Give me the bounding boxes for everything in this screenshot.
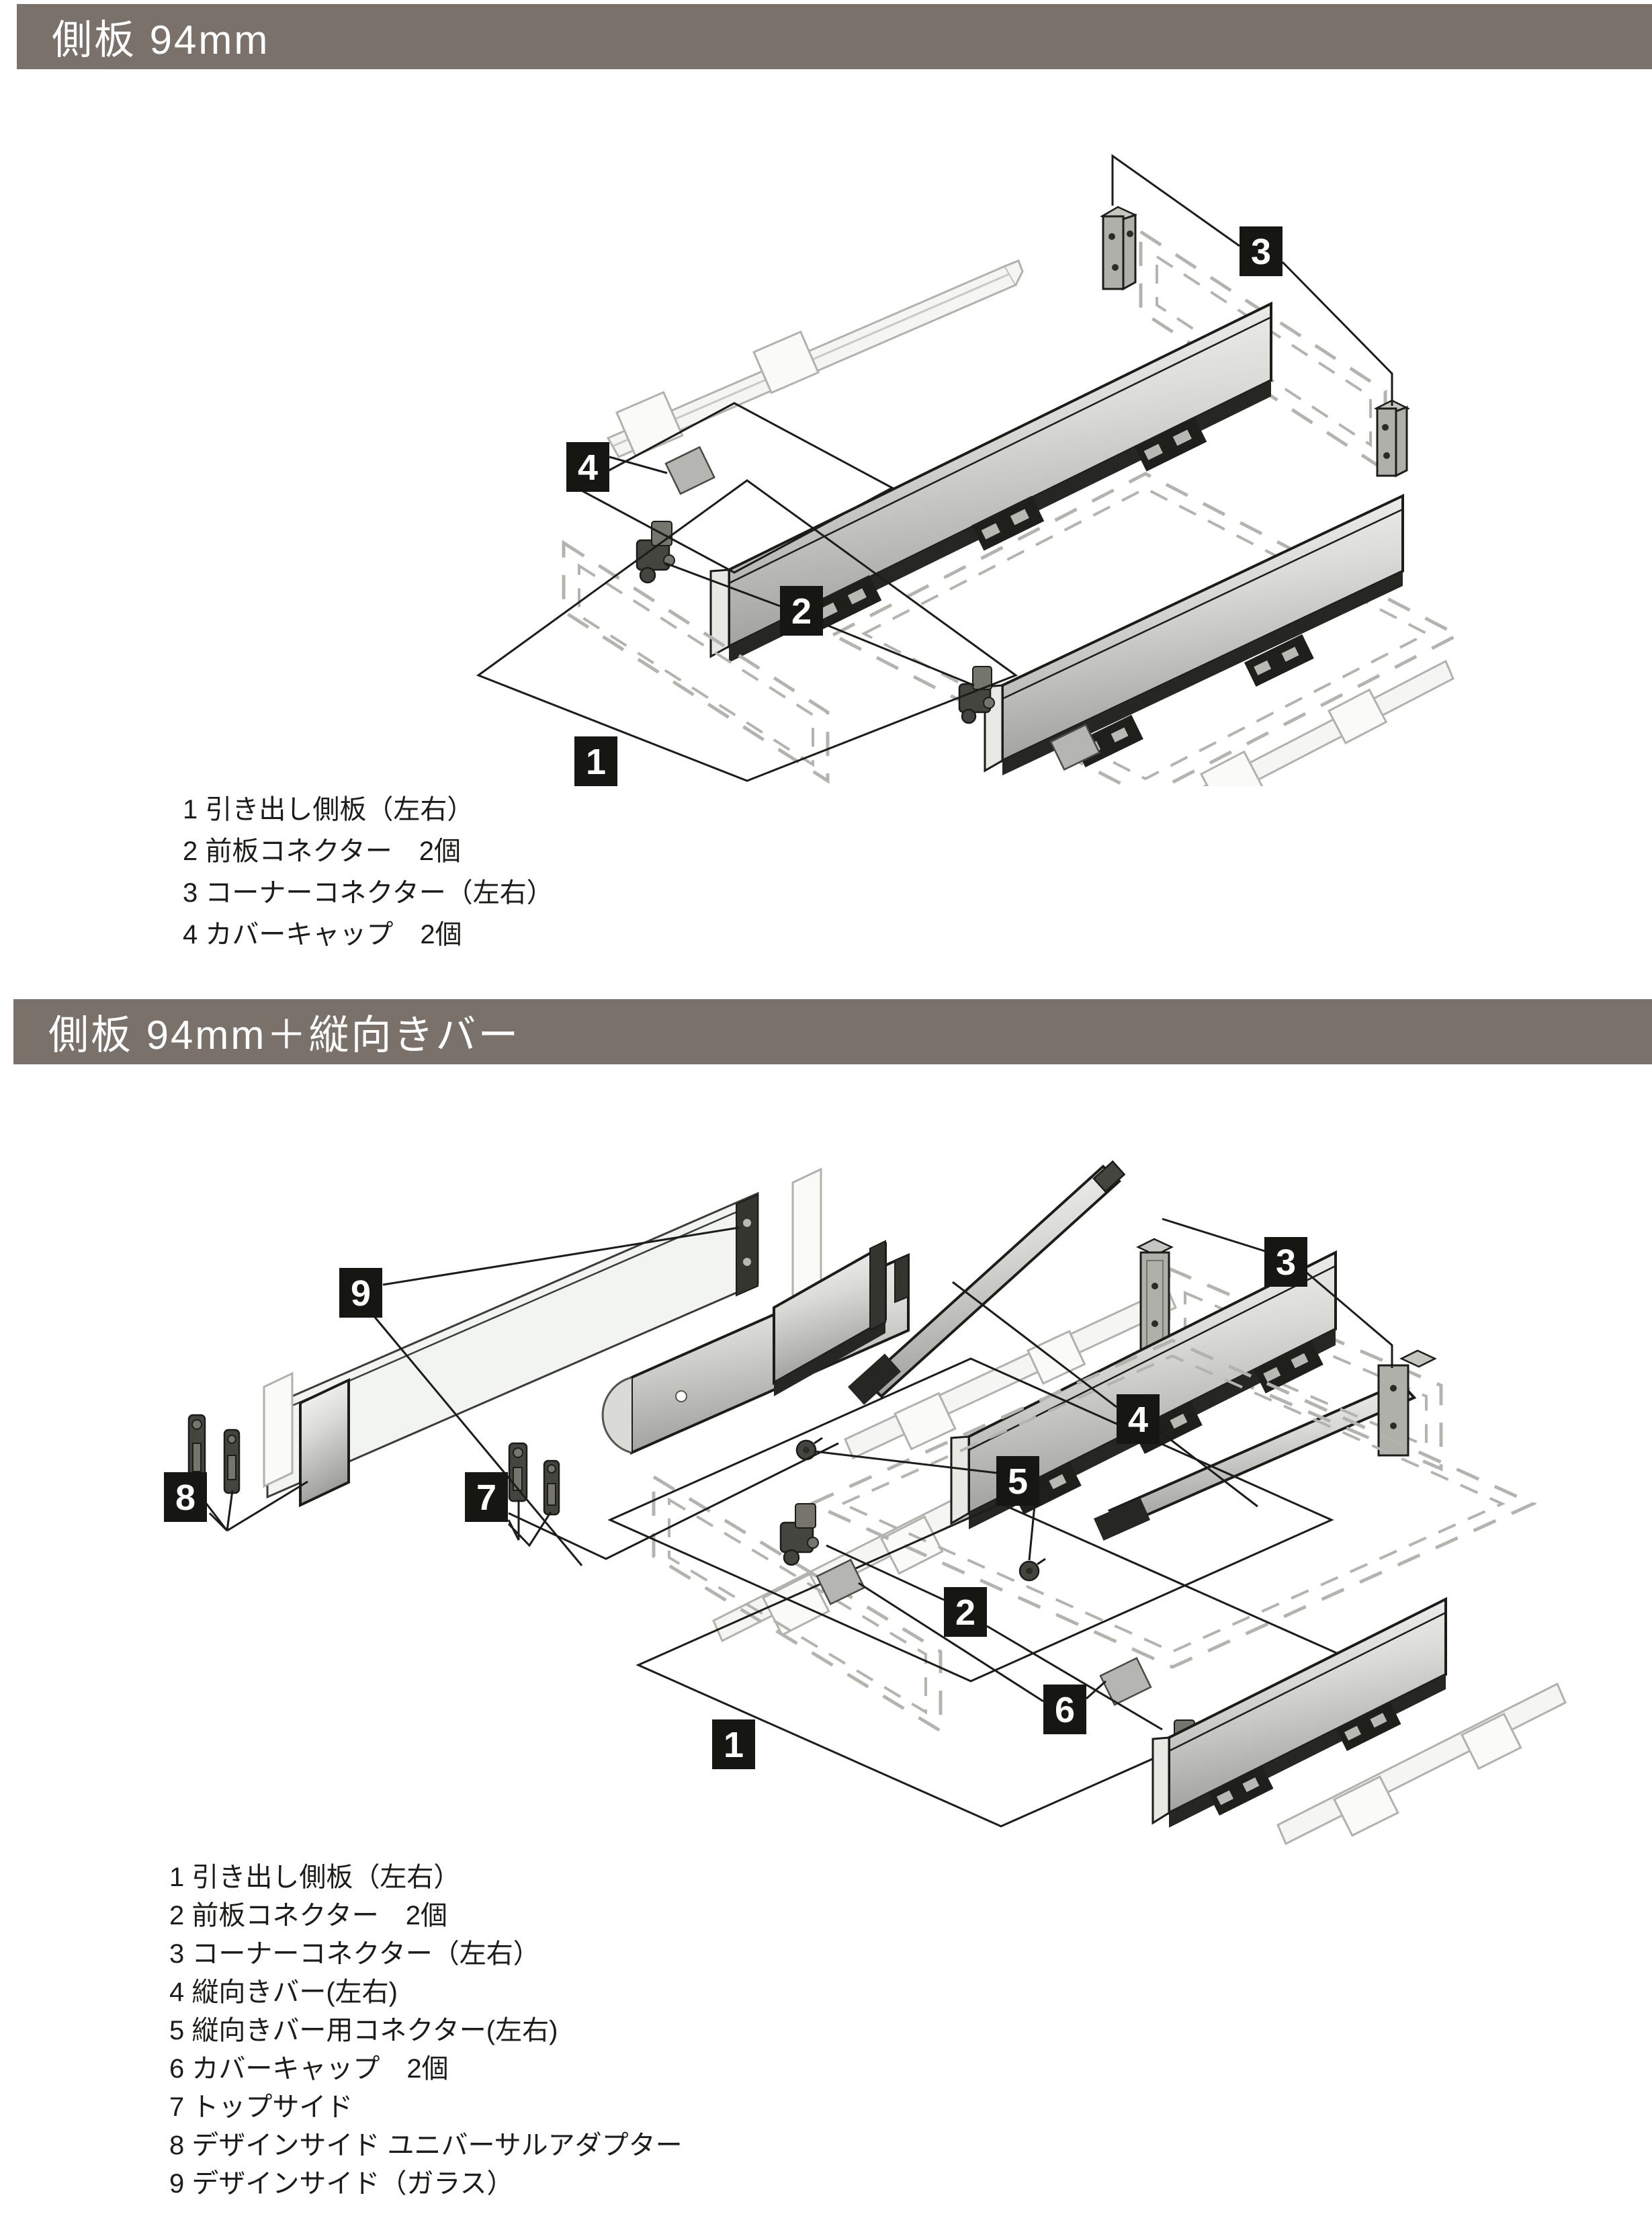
parts-list-item: 4 カバーキャップ 2個 bbox=[183, 920, 462, 949]
parts-list-94mm-vertical-bar: 1 引き出し側板（左右） 2 前板コネクター 2個 3 コーナーコネクター（左右） 4… bbox=[169, 1859, 683, 2203]
svg-text:3: 3 bbox=[1276, 1242, 1296, 1283]
back-panel-dashed bbox=[1139, 228, 1387, 474]
parts-list-item: 2 前板コネクター 2個 bbox=[169, 1901, 448, 1930]
cover-cap-right bbox=[1049, 723, 1100, 771]
svg-text:8: 8 bbox=[175, 1478, 195, 1518]
back-panel-dashed bbox=[1167, 1266, 1443, 1472]
callout-4: 4 bbox=[566, 442, 609, 492]
section-title: 側板 94mm＋縦向きバー bbox=[48, 1013, 521, 1058]
parts-list-item: 6 カバーキャップ 2個 bbox=[169, 2054, 449, 2084]
parts-list-item: 1 引き出し側板（左右） bbox=[169, 1863, 461, 1892]
section-header-94mm-vertical-bar: 側板 94mm＋縦向きバー bbox=[13, 999, 1652, 1064]
svg-text:5: 5 bbox=[1008, 1461, 1028, 1502]
vertical-bar-connector-left bbox=[795, 1437, 823, 1461]
slide-rail-right bbox=[1199, 659, 1454, 786]
section-header-94mm: 側板 94mm bbox=[17, 4, 1652, 69]
callout-3: 3 bbox=[1264, 1237, 1307, 1287]
side-panel-right bbox=[1151, 1596, 1447, 1828]
svg-text:9: 9 bbox=[351, 1273, 371, 1314]
section-title: 側板 94mm bbox=[52, 17, 270, 62]
svg-text:4: 4 bbox=[578, 448, 598, 488]
exploded-diagram-94mm: 1 2 3 4 bbox=[476, 154, 1462, 786]
svg-text:3: 3 bbox=[1251, 232, 1271, 272]
callout-1: 1 bbox=[574, 736, 617, 786]
svg-text:4: 4 bbox=[1128, 1400, 1148, 1440]
parts-list-item: 8 デザインサイド ユニバーサルアダプター bbox=[169, 2131, 683, 2160]
callout-8: 8 bbox=[164, 1472, 207, 1522]
slide-rail-left bbox=[606, 259, 1024, 458]
design-side-adapters bbox=[187, 1371, 350, 1508]
callout-7: 7 bbox=[465, 1472, 508, 1522]
svg-text:1: 1 bbox=[724, 1725, 744, 1765]
parts-list-item: 5 縦向きバー用コネクター(左右) bbox=[169, 2016, 558, 2045]
svg-text:6: 6 bbox=[1055, 1690, 1075, 1730]
parts-list-item: 4 縦向きバー(左右) bbox=[169, 1977, 398, 2007]
parts-list-item: 3 コーナーコネクター（左右） bbox=[169, 1939, 540, 1969]
callout-3: 3 bbox=[1240, 226, 1283, 276]
leader-lines bbox=[195, 1218, 1393, 1731]
parts-list-item: 2 前板コネクター 2個 bbox=[183, 837, 462, 866]
callout-1: 1 bbox=[712, 1719, 755, 1769]
cover-cap-left bbox=[664, 445, 715, 495]
side-panel-left bbox=[773, 1240, 887, 1396]
svg-text:2: 2 bbox=[791, 591, 812, 632]
leader-lines bbox=[476, 402, 1018, 782]
front-panel-dashed bbox=[562, 540, 830, 784]
front-connector-left bbox=[779, 1503, 819, 1566]
slide-rail-right bbox=[1276, 1682, 1567, 1846]
svg-text:2: 2 bbox=[955, 1592, 975, 1633]
svg-text:1: 1 bbox=[586, 742, 606, 782]
drawer-side-panel-left bbox=[709, 301, 1272, 663]
vertical-bar-left bbox=[848, 1160, 1126, 1405]
leader-lines-3 bbox=[1111, 154, 1393, 406]
vertical-bar-right bbox=[1094, 1381, 1417, 1541]
callout-2: 2 bbox=[780, 586, 823, 636]
callout-4: 4 bbox=[1117, 1394, 1160, 1444]
glass-adapter-profile bbox=[791, 1167, 822, 1300]
slide-rail-left bbox=[844, 1287, 1177, 1460]
exploded-diagram-94mm-vertical-bar: 1 2 3 4 5 6 7 8 9 bbox=[164, 1160, 1567, 1846]
svg-text:7: 7 bbox=[476, 1478, 496, 1518]
top-side-clips bbox=[508, 1442, 560, 1516]
callout-9: 9 bbox=[339, 1268, 382, 1318]
parts-list-item: 3 コーナーコネクター（左右） bbox=[183, 878, 554, 908]
parts-list-item: 7 トップサイド bbox=[169, 2092, 353, 2122]
corner-connector-top bbox=[1100, 206, 1137, 291]
parts-list-item: 1 引き出し側板（左右） bbox=[183, 795, 474, 824]
callout-2: 2 bbox=[944, 1587, 987, 1637]
cover-cap-right bbox=[1099, 1657, 1152, 1706]
parts-list-94mm: 1 引き出し側板（左右） 2 前板コネクター 2個 3 コーナーコネクター（左右） 4… bbox=[183, 789, 554, 955]
callout-5: 5 bbox=[996, 1456, 1039, 1506]
vertical-bar-connector-right bbox=[1018, 1558, 1046, 1582]
cover-cap-left bbox=[816, 1558, 866, 1606]
parts-list-item: 9 デザインサイド（ガラス） bbox=[169, 2169, 514, 2199]
callout-6: 6 bbox=[1043, 1685, 1086, 1734]
corner-connector-bottom bbox=[1374, 399, 1410, 478]
